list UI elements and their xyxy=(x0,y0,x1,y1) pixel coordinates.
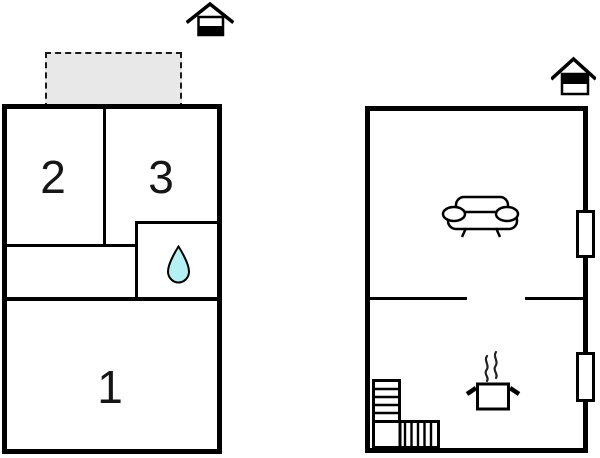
wall-between-room2-room3 xyxy=(103,109,106,246)
stairs-treads-vertical xyxy=(403,421,433,448)
window-lower xyxy=(576,352,595,402)
wall-below-room2 xyxy=(7,244,138,247)
house-roof xyxy=(551,56,596,81)
room-2-label: 2 xyxy=(40,151,66,203)
stairs-vertical-run xyxy=(372,379,401,423)
pot-body xyxy=(476,382,510,411)
pot-handle-left xyxy=(465,386,478,396)
water-drop-icon xyxy=(166,245,191,284)
terrace-dashed-area xyxy=(45,52,182,109)
house-upper-level-fill xyxy=(562,74,588,84)
sofa-armrest-right xyxy=(494,205,520,223)
sofa-icon xyxy=(441,195,520,238)
interior-wall-left-segment xyxy=(370,297,467,300)
window-upper xyxy=(576,210,595,258)
house-level-icon-lower xyxy=(186,2,234,37)
room-3-label: 3 xyxy=(148,151,174,203)
room-1-label: 1 xyxy=(97,361,123,413)
interior-wall-right-segment xyxy=(525,297,583,300)
sofa-leg-left xyxy=(460,227,468,238)
cooking-pot-icon xyxy=(465,350,521,411)
steam-line-left xyxy=(484,354,489,383)
steam-line-right xyxy=(493,350,498,380)
sofa-leg-right xyxy=(494,227,502,238)
house-lower-level-fill xyxy=(198,26,223,35)
bathroom-walls xyxy=(135,221,217,300)
wall-above-room1 xyxy=(7,297,217,301)
house-level-icon-upper xyxy=(551,56,596,96)
water-drop-shape xyxy=(166,245,191,284)
house-roof xyxy=(186,2,234,24)
pot-handle-right xyxy=(508,386,521,396)
sofa-armrest-left xyxy=(441,205,467,223)
stairs-treads-horizontal xyxy=(373,387,400,415)
staircase-icon xyxy=(372,379,440,449)
